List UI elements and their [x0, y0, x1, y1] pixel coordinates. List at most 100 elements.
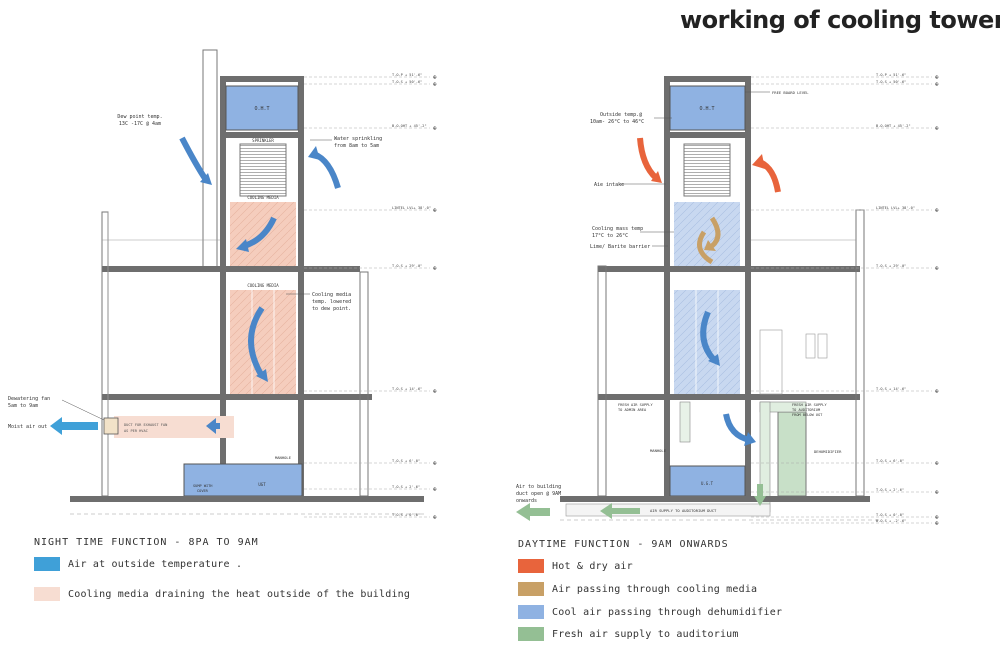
green-arrow-duct — [610, 508, 640, 514]
level-marker: ⊕ — [433, 125, 437, 132]
night-legend-title: NIGHT TIME FUNCTION - 8PA TO 9AM — [34, 537, 259, 548]
cool-arrow-1 — [700, 310, 717, 363]
tower-roof — [220, 76, 304, 82]
legend-label: Cooling media draining the heat outside … — [68, 588, 411, 600]
left-frame — [101, 211, 109, 497]
free-board-note: FREE BOARD LEVEL — [772, 90, 809, 95]
level-marker: ⊕ — [433, 460, 437, 467]
level-marker: ⊕ — [935, 125, 939, 132]
door — [759, 329, 783, 395]
svg-text:SUMP WITH: SUMP WITH — [193, 484, 212, 488]
day-right-frame — [855, 209, 865, 497]
level-label: T.O.S + 2'-6" — [392, 485, 420, 489]
day-tower-right-wall — [745, 76, 751, 496]
night-section: O.H.T SPRINKLER COOLING MEDIA COOLING ME… — [8, 49, 437, 521]
level-label: LINTEL LVL+ 38'-0" — [392, 206, 431, 210]
admin-air-duct — [679, 401, 691, 443]
day-legend-title: DAYTIME FUNCTION - 9AM ONWARDS — [518, 539, 729, 550]
legend-swatch — [34, 587, 60, 601]
day-level-markers: T.O.P + 51'-6"⊕T.O.S + 50'-6"⊕B.O.OHT + … — [751, 73, 939, 527]
legend-swatch — [518, 582, 544, 596]
level-marker: ⊕ — [433, 486, 437, 493]
right-frame — [359, 271, 369, 497]
night-legend-item-2: Cooling media draining the heat outside … — [34, 587, 410, 601]
night-legend-item-1: Air at outside temperature . — [34, 557, 242, 571]
outside-temp-note: Outside temp.@10am- 26°C to 46°C — [590, 112, 644, 125]
legend-label: Cool air passing through dehumidifier — [552, 606, 783, 618]
tank-slab — [220, 132, 304, 138]
day-slab-14 — [598, 394, 860, 400]
svg-text:DEHUMIDIFIER: DEHUMIDIFIER — [814, 449, 842, 454]
night-level-markers: T.O.P + 51'-6"⊕T.O.S + 50'-6"⊕B.O.OHT + … — [304, 73, 437, 521]
page-title: working of cooling tower — [680, 6, 1000, 34]
level-marker: ⊕ — [935, 460, 939, 467]
green-arrow-down — [757, 484, 763, 498]
day-ground-slab — [560, 496, 870, 502]
day-louver — [683, 143, 731, 197]
level-label: T.O.S + 6'-0" — [392, 459, 420, 463]
tan-arrow-2 — [697, 230, 714, 265]
day-tower-left-wall — [664, 76, 670, 496]
day-legend-item-4: Fresh air supply to auditorium — [518, 627, 739, 641]
level-label: B.O.OHT + 45'-2" — [876, 124, 911, 128]
legend-label: Hot & dry air — [552, 560, 633, 572]
barrier-note: Lime/ Barite barrier — [590, 244, 650, 250]
moist-air-arrow — [60, 422, 98, 430]
level-marker: ⊕ — [935, 520, 939, 527]
level-label: T.O.S + 14'-6" — [876, 387, 906, 391]
level-label: T.O.S + 0'-0" — [876, 513, 904, 517]
legend-swatch — [518, 627, 544, 641]
level-marker: ⊕ — [433, 388, 437, 395]
level-marker: ⊕ — [935, 514, 939, 521]
day-underground-tank — [669, 465, 746, 497]
legend-label: Fresh air supply to auditorium — [552, 628, 739, 640]
overhead-tank — [225, 85, 299, 131]
window-2 — [817, 333, 828, 359]
level-label: T.O.S + 50'-6" — [876, 80, 906, 84]
level-marker: ⊕ — [433, 265, 437, 272]
dew-point-note: Dew point temp.13C -17C @ 4am — [117, 114, 162, 127]
svg-text:COVER: COVER — [197, 489, 209, 493]
air-intake-note: Aie intake — [594, 182, 624, 188]
level-label: B.O.OHT + 45'-2" — [392, 124, 427, 128]
level-marker: ⊕ — [935, 265, 939, 272]
legend-swatch — [34, 557, 60, 571]
level-label: T.O.S + 14'-6" — [392, 387, 422, 391]
ground-slab — [70, 496, 424, 502]
duct-label: DUCT FOR EXHAUST FAN — [124, 423, 167, 427]
day-legend-item-2: Air passing through cooling media — [518, 582, 757, 596]
manhole-label: MANHOLE — [275, 455, 292, 460]
day-slab-29 — [598, 266, 860, 272]
slab-29 — [102, 266, 360, 272]
level-label: T.O.S + 29'-0" — [876, 264, 906, 268]
tower-right-wall — [298, 76, 304, 496]
legend-swatch — [518, 559, 544, 573]
dewatering-fan-icon — [103, 417, 119, 435]
day-tower-roof — [664, 76, 751, 82]
level-marker: ⊕ — [935, 388, 939, 395]
moist-air-note: Moist air out — [8, 424, 47, 430]
level-marker: ⊕ — [433, 81, 437, 88]
legend-label: Air at outside temperature . — [68, 558, 243, 570]
day-tank-slab — [664, 132, 751, 138]
media-arrow-lower — [248, 306, 265, 378]
exhaust-duct — [114, 416, 234, 438]
dew-point-arrow — [179, 136, 209, 182]
day-overhead-tank — [669, 85, 746, 131]
level-marker: ⊕ — [433, 74, 437, 81]
svg-text:U.G.T: U.G.T — [701, 481, 714, 486]
tan-arrow-1 — [709, 216, 721, 248]
level-marker: ⊕ — [433, 514, 437, 521]
day-legend-item-1: Hot & dry air — [518, 559, 633, 573]
svg-text:O.H.T: O.H.T — [699, 106, 714, 112]
svg-text:AIR SUPPLY TO AUDITORIUM DUCT: AIR SUPPLY TO AUDITORIUM DUCT — [650, 508, 717, 513]
overhead-tank-label: O.H.T — [254, 106, 269, 112]
underground-tank — [183, 463, 303, 497]
slab-14 — [102, 394, 372, 400]
